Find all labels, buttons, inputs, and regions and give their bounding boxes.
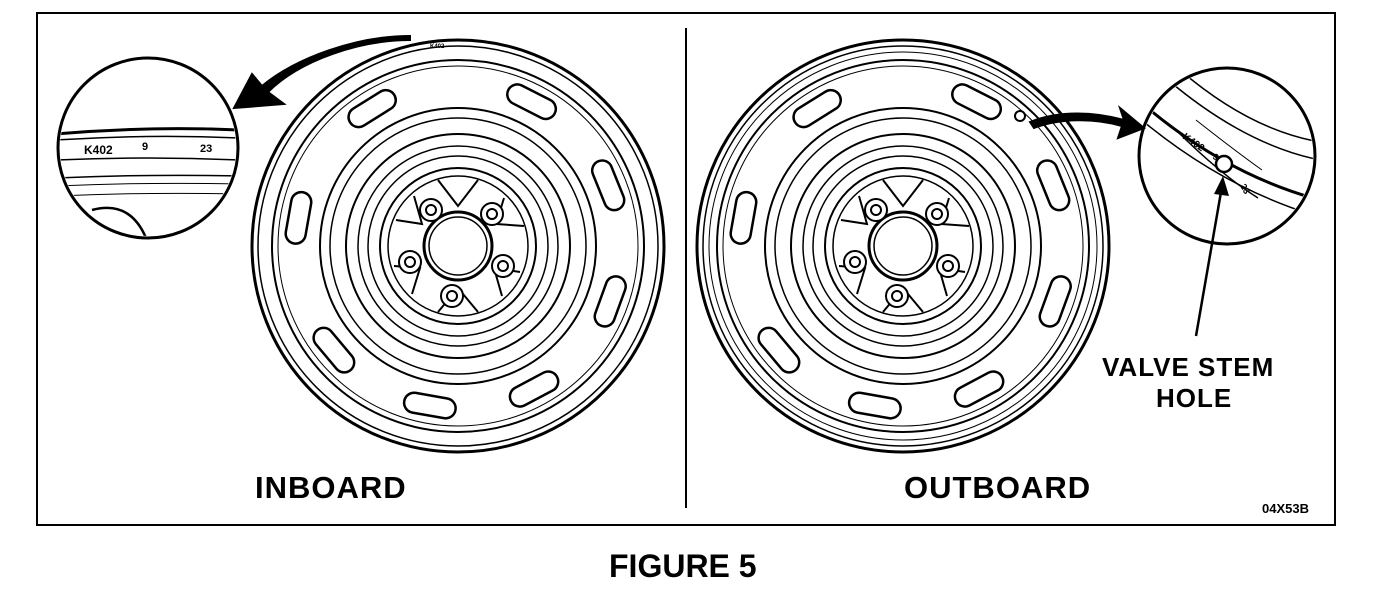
drawing-code: 04X53B [1262,501,1309,516]
inboard-wheel: K402 [250,38,666,454]
inboard-arrow [232,34,411,110]
outboard-mid-code: 9 [1211,151,1221,162]
outboard-arrow [1028,104,1146,140]
inboard-mid-code: 9 [142,141,148,153]
inboard-label: INBOARD [255,470,407,505]
outboard-callout: K402 9 23 [1137,66,1317,246]
inboard-callout: K402 9 23 [56,56,240,240]
valve-stem-pointer [1194,176,1229,337]
figure-title: FIGURE 5 [609,548,757,584]
inboard-part-number: K402 [84,143,113,157]
outboard-right-code: 23 [1238,182,1252,196]
outboard-label: OUTBOARD [904,470,1092,505]
figure-frame [36,12,1336,526]
valve-stem-label: VALVE STEM [1102,352,1275,382]
panel-divider [685,28,687,508]
outboard-valve-hole [1014,110,1026,122]
inboard-right-code: 23 [200,143,212,155]
valve-stem-hole-label: HOLE [1156,383,1233,413]
inboard-rim-marking: K402 [430,44,445,50]
outboard-wheel [695,38,1111,454]
